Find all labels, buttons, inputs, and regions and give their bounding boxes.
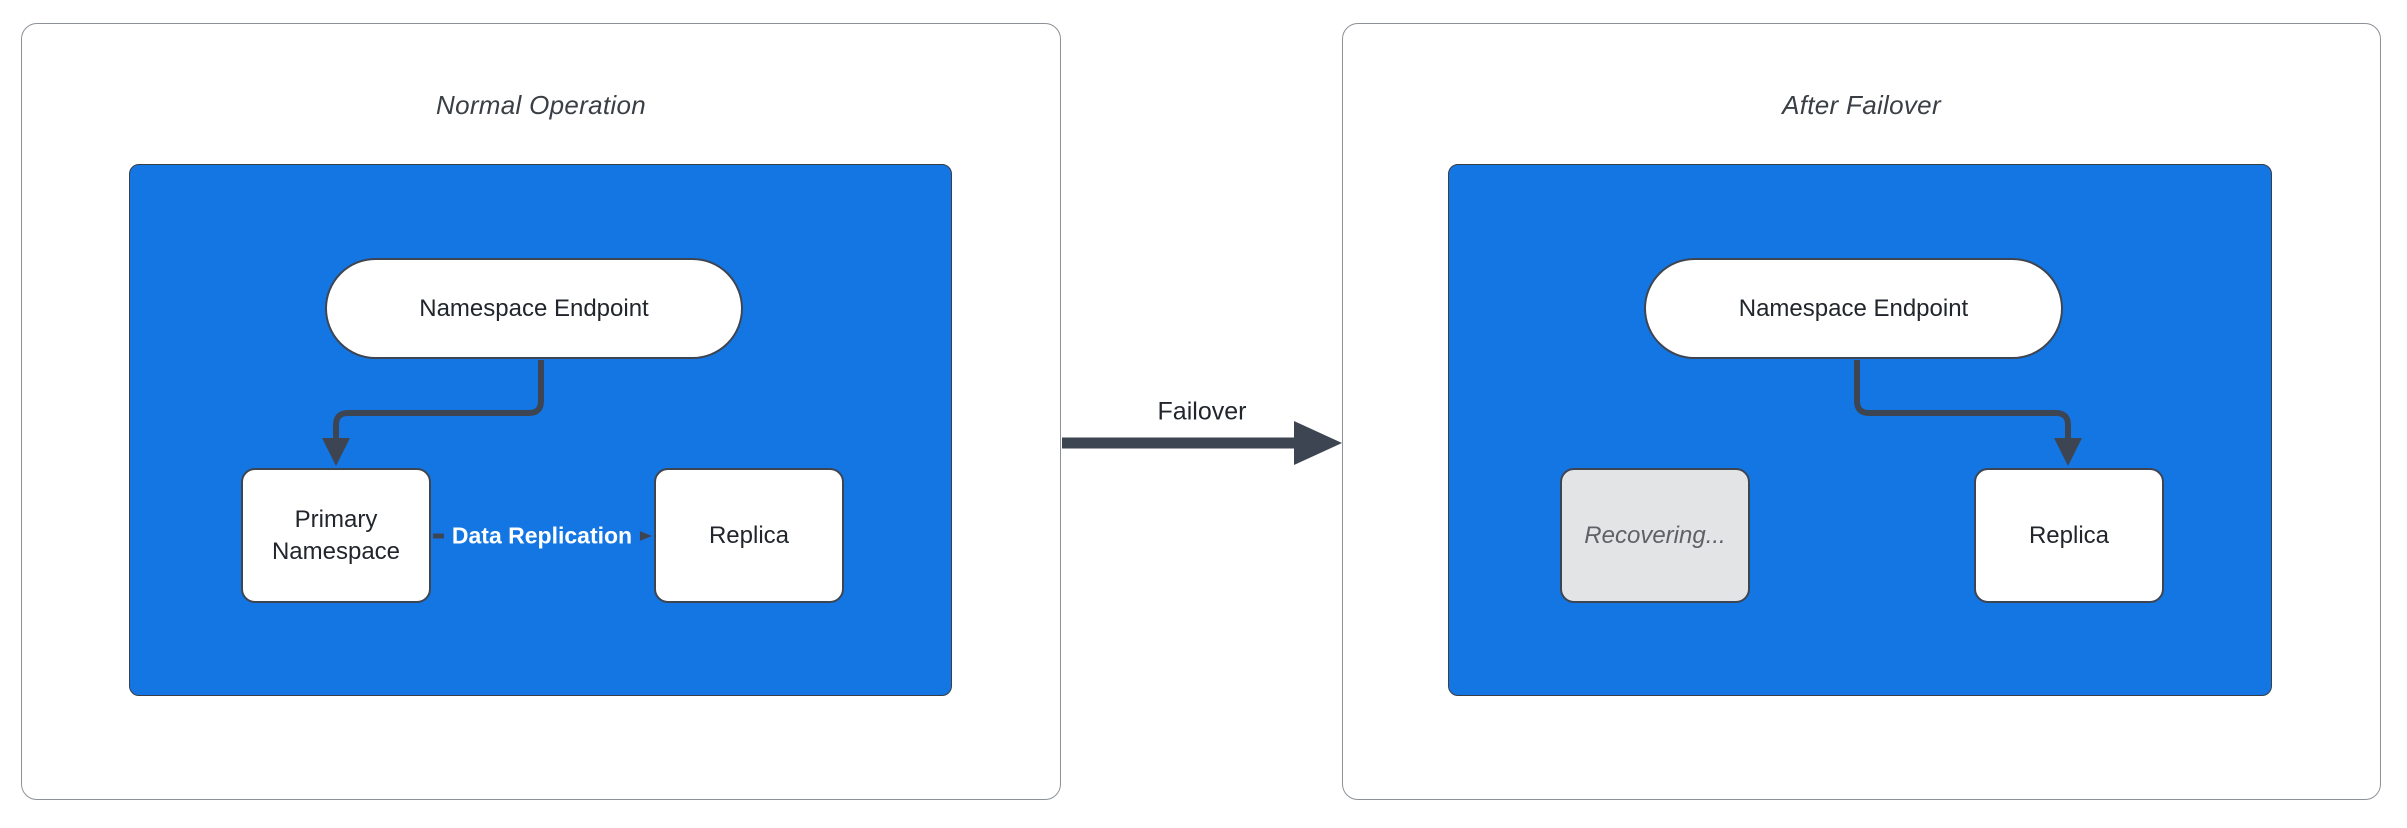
failover-arrow (1062, 421, 1342, 465)
primary-namespace-node: Primary Namespace (241, 468, 431, 603)
namespace-endpoint-label-left: Namespace Endpoint (419, 294, 649, 322)
normal-operation-title: Normal Operation (436, 90, 646, 120)
recovering-label: Recovering... (1584, 521, 1726, 549)
replica-label-right: Replica (2028, 521, 2110, 549)
primary-namespace-label: Primary Namespace (271, 506, 401, 565)
data-replication-label: Data Replication (443, 518, 641, 554)
replica-node-right: Replica (1974, 468, 2164, 603)
failover-label: Failover (1157, 397, 1247, 427)
namespace-endpoint-label-right: Namespace Endpoint (1738, 294, 1969, 322)
namespace-endpoint-node-right: Namespace Endpoint (1644, 258, 2063, 359)
replica-node-left: Replica (654, 468, 844, 603)
recovering-node: Recovering... (1560, 468, 1750, 603)
normal-cluster-container (129, 164, 952, 696)
failover-cluster-container (1448, 164, 2272, 696)
after-failover-title: After Failover (1782, 90, 1941, 120)
namespace-endpoint-node-left: Namespace Endpoint (325, 258, 743, 359)
replica-label-left: Replica (708, 521, 790, 549)
